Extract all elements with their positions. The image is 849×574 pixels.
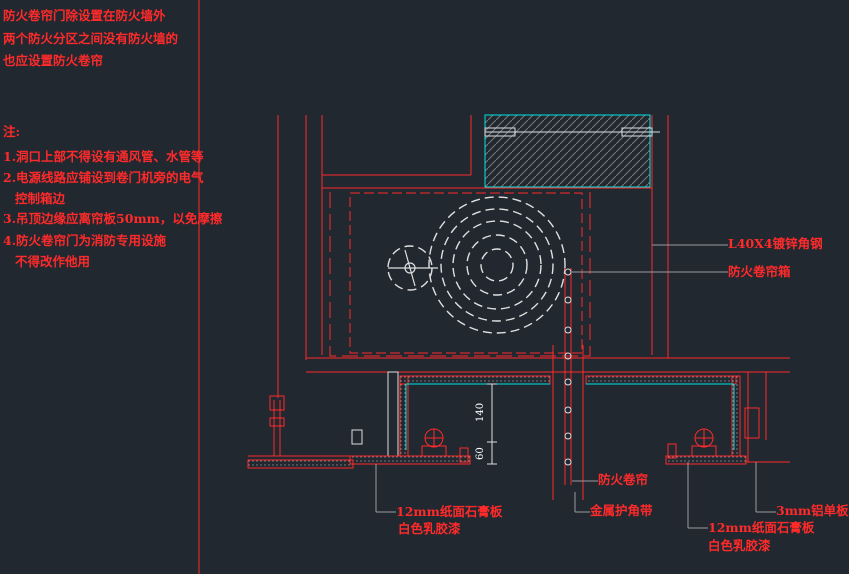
label-roller-box: 防火卷帘箱 [728,264,791,279]
note-item-2-cont: 控制箱边 [15,191,66,206]
note-intro-2: 两个防火分区之间没有防火墙的 [3,31,179,46]
label-gypsum-right: 12mm纸面石膏板 [708,520,815,535]
label-paint-left: 白色乳胶漆 [398,521,461,536]
label-angle-steel: L40X4镀锌角钢 [728,236,823,251]
note-item-2: 2.电源线路应铺设到卷门机旁的电气 [3,170,204,185]
label-corner-tape: 金属护角带 [590,503,653,518]
fixture-icons [421,428,717,457]
note-intro-1: 防火卷帘门除设置在防火墙外 [3,8,166,23]
dim-140: 140 [475,402,486,422]
hanger-rod [269,395,363,456]
shutter-curtain [552,268,584,500]
note-item-1: 1.洞口上部不得设有通风管、水管等 [3,149,204,164]
concrete-beam [484,114,651,188]
dimension-line [487,383,497,465]
note-item-3: 3.吊顶边缘应离帘板50mm，以免摩擦 [3,211,223,226]
note-item-4: 4.防火卷帘门为消防专用设施 [3,233,167,248]
leader-lines [375,244,776,529]
label-shutter: 防火卷帘 [598,472,649,487]
label-gypsum-left: 12mm纸面石膏板 [396,504,503,519]
anchor-bolts [484,127,653,137]
roller-box-outline [349,192,583,354]
roller-drum-icon [387,196,566,334]
label-aluminum: 3mm铝单板 [776,503,849,518]
note-item-4-cont: 不得改作他用 [15,254,91,269]
ceiling-left [247,371,551,469]
ceiling-right [585,372,790,465]
dim-60: 60 [475,447,486,460]
note-intro-3: 也应设置防火卷帘 [3,53,104,68]
label-paint-right: 白色乳胶漆 [708,538,771,553]
notes-heading: 注: [3,124,21,139]
